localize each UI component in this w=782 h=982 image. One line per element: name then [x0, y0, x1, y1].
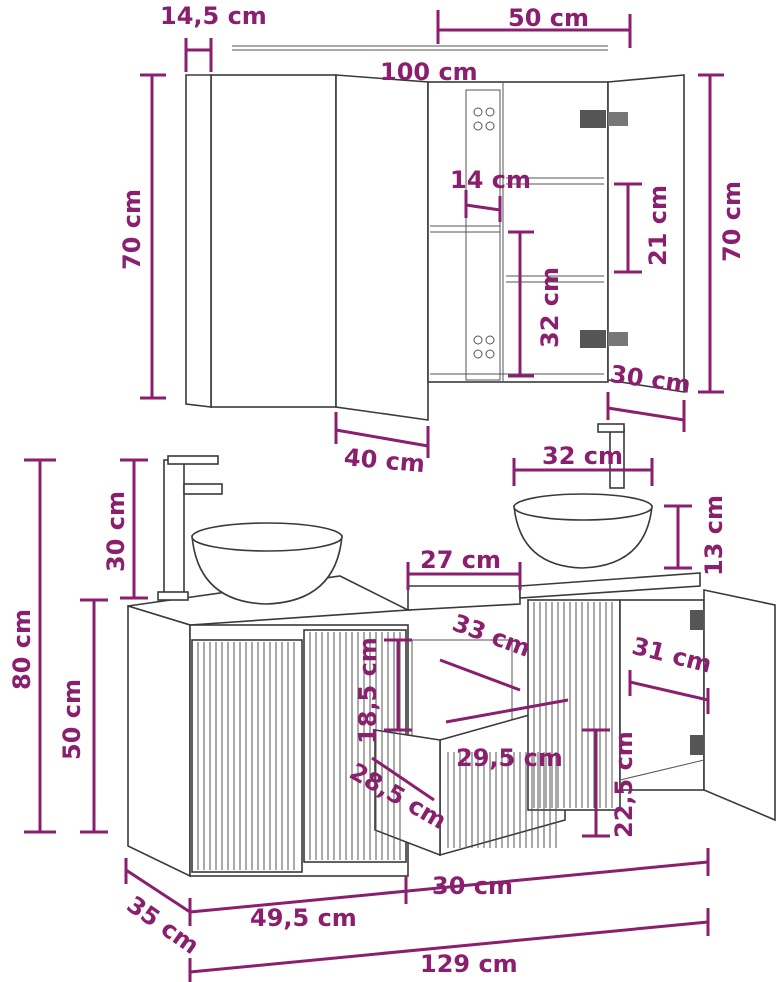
label-total-width: 129 cm — [420, 950, 518, 978]
label-cabinet-door-width: 50 cm — [508, 4, 589, 32]
right-faucet — [597, 423, 625, 489]
label-shelf-depth: 14 cm — [450, 166, 531, 194]
label-drawer-side-height: 22,5 cm — [610, 731, 638, 838]
label-left-unit-width: 49,5 cm — [250, 904, 357, 932]
label-middle-unit-width: 30 cm — [432, 872, 513, 900]
left-faucet — [157, 455, 223, 601]
label-cabinet-total-width: 100 cm — [380, 58, 478, 86]
label-drawer-front-height: 18,5 cm — [354, 637, 382, 744]
label-total-height: 80 cm — [8, 609, 36, 690]
label-lower-compartment: 32 cm — [536, 267, 564, 348]
label-faucet-height: 30 cm — [102, 491, 130, 572]
left-basin — [191, 522, 343, 605]
label-cabinet-height-left: 70 cm — [118, 189, 146, 270]
label-cabinet-height-right: 70 cm — [718, 181, 746, 262]
label-shelf-gap: 21 cm — [644, 185, 672, 266]
label-drawer-opening-width: 27 cm — [420, 546, 501, 574]
fluted-door-slats — [197, 602, 613, 870]
label-drawer-width: 29,5 cm — [456, 744, 563, 772]
label-mirror-door-width: 40 cm — [343, 443, 426, 478]
label-vanity-height: 50 cm — [58, 679, 86, 760]
right-basin — [513, 493, 653, 569]
mirror-cabinet — [185, 45, 685, 421]
label-cabinet-depth: 14,5 cm — [160, 2, 267, 30]
label-drawer-depth-top: 33 cm — [449, 609, 535, 663]
label-basin-height: 13 cm — [700, 495, 728, 576]
dimension-labels: 14,5 cm 50 cm 100 cm 70 cm 70 cm 14 cm 2… — [8, 2, 746, 978]
label-basin-diameter: 32 cm — [542, 442, 623, 470]
vanity-unit — [127, 572, 776, 878]
label-vanity-depth: 35 cm — [122, 890, 204, 959]
dimension-lines — [24, 10, 724, 982]
